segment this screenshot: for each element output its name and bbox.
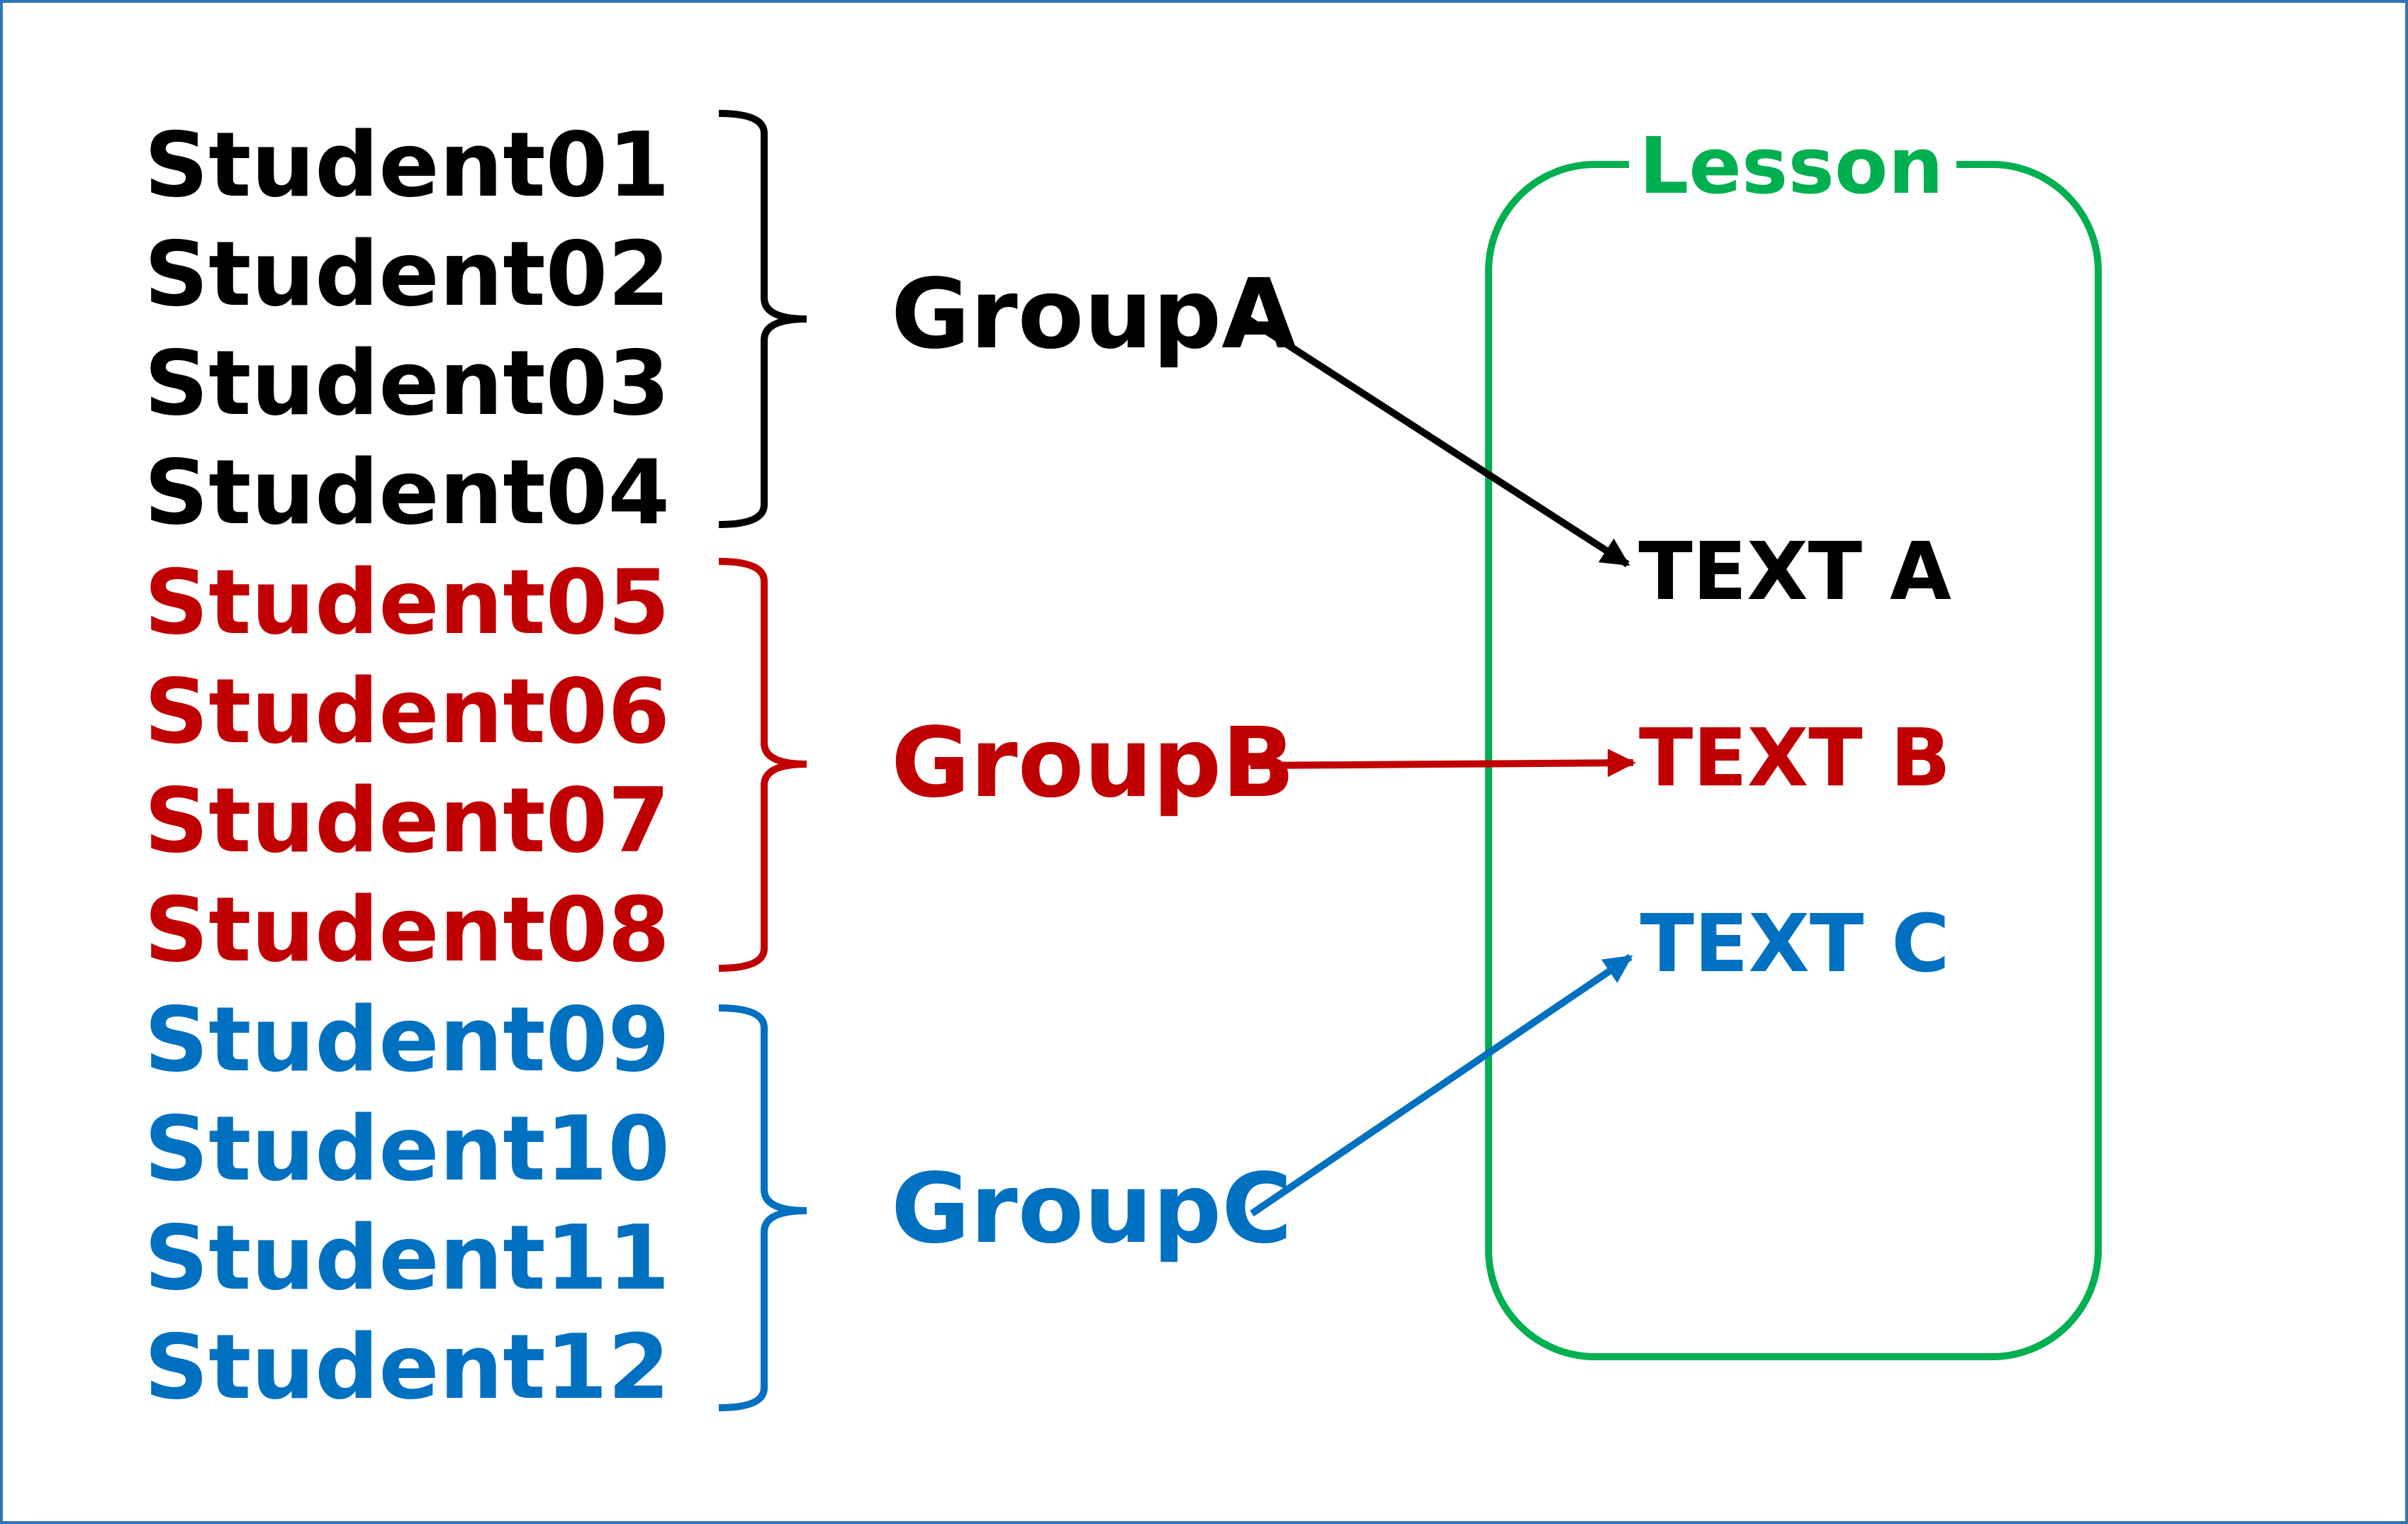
group-c-brace bbox=[718, 1004, 807, 1411]
lesson-text-b: TEXT B bbox=[1639, 712, 1951, 805]
student-label: Student01 bbox=[144, 113, 670, 217]
student-label: Student07 bbox=[144, 768, 670, 873]
lesson-text-c: TEXT C bbox=[1640, 898, 1950, 990]
lesson-title-gap bbox=[1629, 156, 1956, 173]
student-label: Student08 bbox=[144, 878, 670, 982]
student-label: Student06 bbox=[144, 659, 670, 763]
student-label: Student09 bbox=[144, 987, 670, 1092]
lesson-box bbox=[1485, 161, 2102, 1360]
group-b-arrow bbox=[1250, 749, 1636, 778]
student-label: Student11 bbox=[144, 1206, 670, 1310]
lesson-text-a: TEXT A bbox=[1638, 526, 1951, 618]
group-a-arrow bbox=[1245, 315, 1630, 568]
student-label: Student03 bbox=[144, 331, 670, 435]
student-label: Student02 bbox=[144, 222, 670, 326]
group-c-arrow bbox=[1250, 953, 1633, 1217]
group-b-brace bbox=[718, 558, 807, 972]
group-c: Student09 Student10 Student11 Student12 … bbox=[144, 953, 1633, 1419]
group-a: Student01 Student02 Student03 Student04 … bbox=[144, 110, 1630, 568]
group-a-label: GroupA bbox=[891, 259, 1297, 371]
student-label: Student12 bbox=[144, 1315, 670, 1419]
student-label: Student05 bbox=[144, 550, 670, 654]
group-a-brace bbox=[718, 110, 807, 528]
student-label: Student10 bbox=[144, 1097, 670, 1201]
student-label: Student04 bbox=[144, 440, 670, 544]
lesson-title: Lesson bbox=[1639, 121, 1944, 211]
group-b: Student05 Student06 Student07 Student08 … bbox=[144, 550, 1636, 982]
group-b-label: GroupB bbox=[891, 707, 1295, 819]
group-c-label: GroupC bbox=[891, 1153, 1292, 1265]
